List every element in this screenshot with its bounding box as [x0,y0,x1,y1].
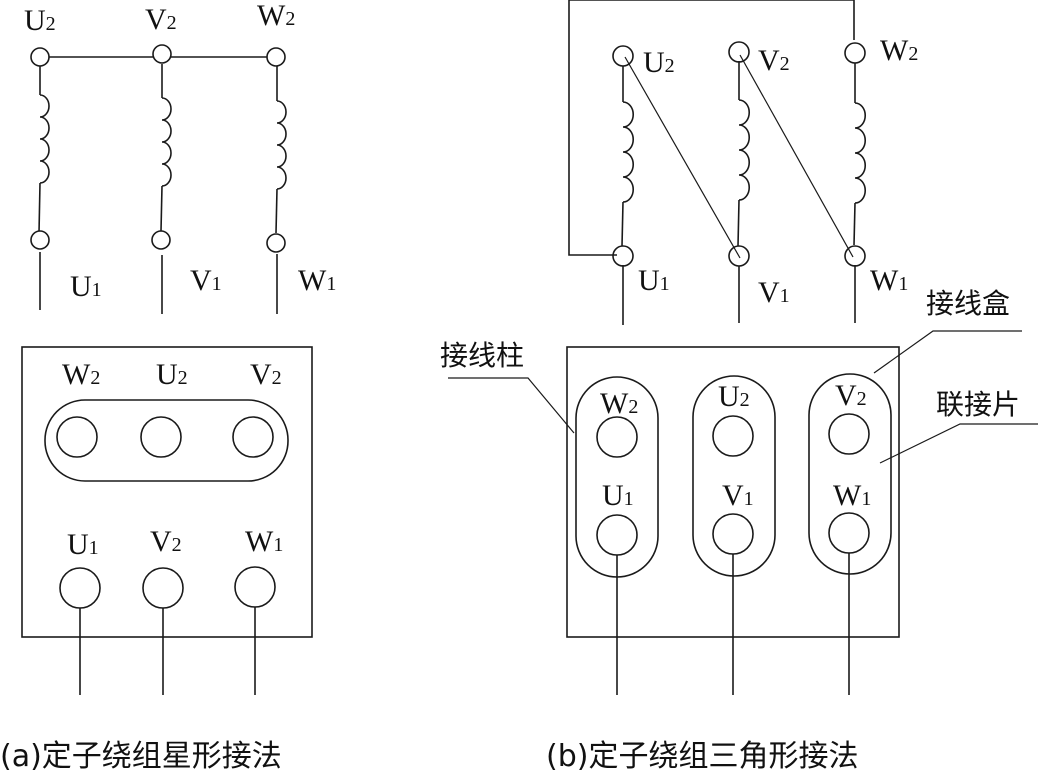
callout-label-junction-box: 接线盒 [926,287,1010,320]
callout-label-link-plate: 联接片 [936,388,1020,421]
delta-schematic: U2 V2 W2 U1 V1 W1 [568,0,918,325]
delta-junction-box: W2 U2 V2 U1 V1 W1 [566,346,900,695]
terminal-u1 [612,245,634,267]
terminal-post-v2 [828,413,870,455]
box-label-v2-lower: V2 [150,525,182,558]
terminal-post-w1 [828,512,870,554]
box-label-u1: U1 [602,479,634,512]
delta-link-u2-v1 [624,56,741,259]
terminal-w2 [266,47,286,67]
terminal-post-v1 [712,513,754,555]
label-v1: V1 [190,264,222,297]
terminal-w1 [844,245,866,267]
terminal-w1 [266,233,286,253]
label-u2: U2 [24,4,56,37]
label-w1: W1 [870,264,908,297]
caption-star: (a)定子绕组星形接法 [0,739,282,773]
label-v1: V1 [758,276,790,309]
box-label-v2: V2 [250,358,282,391]
delta-winding-v [737,61,751,323]
label-w2: W2 [257,0,295,32]
callout-terminal-post: 接线柱 [440,339,575,434]
leader-line [879,423,1038,464]
junction-box-outline [21,346,313,638]
callout-label-terminal-post: 接线柱 [440,339,524,372]
link-plate [692,375,776,577]
box-label-u1: U1 [67,528,99,561]
coil-icon [622,101,635,203]
box-label-w1: W1 [245,525,283,558]
caption-delta: (b)定子绕组三角形接法 [546,739,858,773]
terminal-post-v2-lower [142,567,184,609]
terminal-u1 [30,230,50,250]
star-junction-box: W2 U2 V2 U1 V2 W1 [21,346,313,695]
coil-icon [39,94,50,184]
star-winding-v [160,64,172,314]
coil-icon [161,97,172,187]
terminal-v1 [728,245,750,267]
terminal-v2 [728,41,750,63]
box-label-w2: W2 [62,358,100,391]
terminal-v1 [151,230,171,250]
box-label-u2: U2 [156,358,188,391]
star-winding-u [38,65,50,310]
terminal-post-v2 [232,416,274,458]
link-plate [44,399,289,482]
box-label-w2: W2 [600,387,638,420]
callout-link-plate: 联接片 [879,388,1038,464]
terminal-post-w1 [234,566,276,608]
label-v2: V2 [758,44,790,77]
terminal-post-u2 [712,415,754,457]
box-label-w1: W1 [833,479,871,512]
terminal-w2 [844,42,866,64]
leader-line [448,377,575,434]
box-label-v2: V2 [835,379,867,412]
star-winding-w [275,65,287,314]
link-plate [808,373,892,575]
terminal-post-u2 [140,416,182,458]
star-schematic: U2 V2 W2 U1 V1 W1 [24,0,336,314]
label-u1: U1 [638,264,670,297]
box-label-u2: U2 [718,380,750,413]
terminal-post-w2 [56,416,98,458]
delta-winding-w [853,63,867,323]
coil-icon [738,99,751,201]
terminal-v2 [152,44,172,64]
label-u1: U1 [70,270,102,303]
terminal-post-u1 [596,514,638,556]
terminal-u2 [30,47,50,67]
label-w1: W1 [298,264,336,297]
coil-icon [276,100,287,190]
label-u2: U2 [643,46,675,79]
callout-junction-box: 接线盒 [873,287,1022,374]
leader-line [873,330,1022,374]
box-label-v1: V1 [722,479,754,512]
terminal-u2 [612,45,634,67]
delta-winding-u [621,66,635,325]
terminal-post-w2 [596,416,638,458]
delta-link-v2-w1 [739,54,854,258]
terminal-post-u1 [59,567,101,609]
delta-return-wire [568,0,855,256]
label-w2: W2 [880,34,918,67]
label-v2: V2 [145,3,177,36]
coil-icon [854,102,867,204]
